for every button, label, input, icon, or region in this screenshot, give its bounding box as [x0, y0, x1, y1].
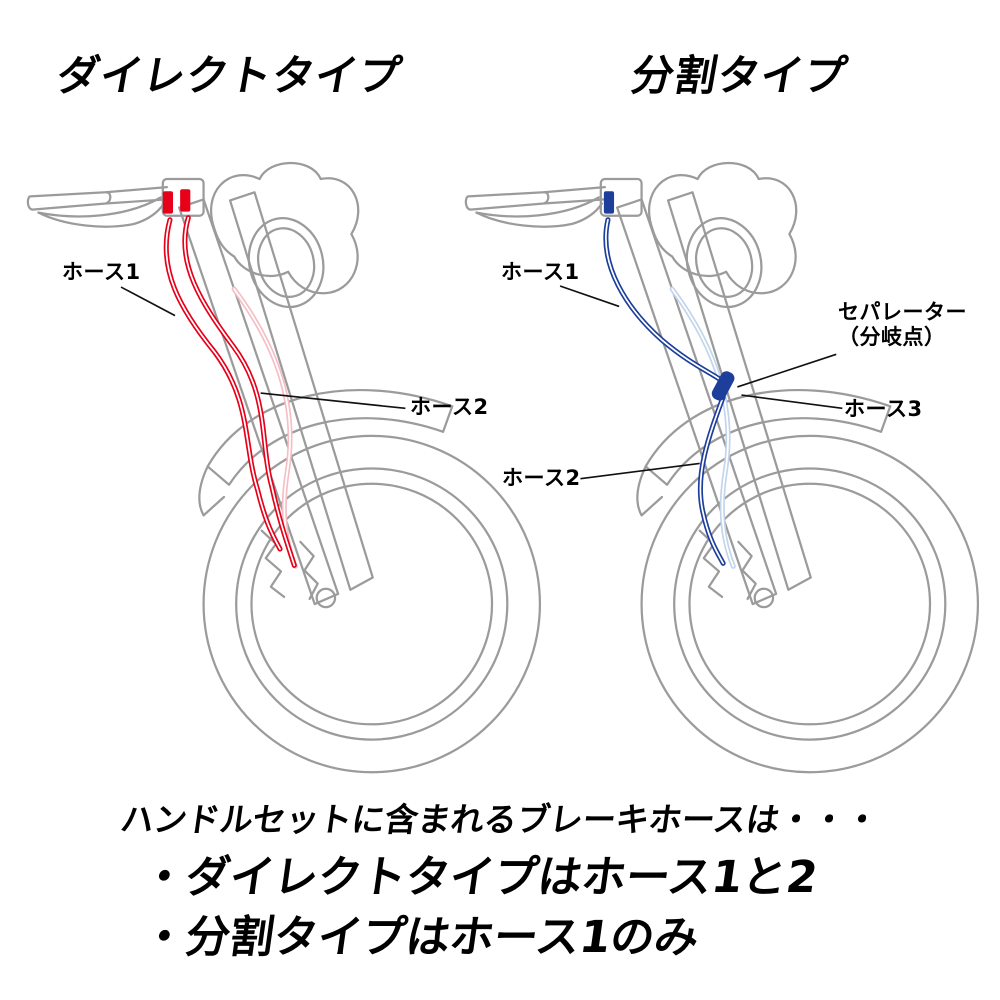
split-hose2-leader-line — [580, 462, 700, 480]
split-type-title: 分割タイプ — [627, 51, 852, 100]
direct-hose1-label: ホース1 — [62, 260, 141, 284]
separator-label: セパレーター （分岐点） — [838, 300, 967, 350]
direct-type-title: ダイレクトタイプ — [53, 51, 406, 100]
direct-hose1-core — [165, 218, 281, 550]
split-hose1-core — [605, 218, 720, 380]
direct-fitting1 — [162, 191, 173, 214]
split-hose2-core — [699, 396, 724, 565]
separator-block — [711, 371, 735, 401]
direct-fitting2 — [180, 189, 191, 212]
split-hose1-label: ホース1 — [501, 260, 580, 284]
direct-hose2-label: ホース2 — [410, 395, 489, 419]
split-fitting1 — [603, 191, 615, 214]
footer-bullet-list: ・ダイレクトタイプはホース1と2 ・分割タイプはホース1のみ — [138, 852, 820, 973]
footer-bullet-split: ・分割タイプはホース1のみ — [138, 912, 703, 963]
separator-leader-line — [737, 353, 837, 388]
footer-bullet-direct: ・ダイレクトタイプはホース1と2 — [138, 852, 821, 903]
direct-hose2-leader-line — [260, 392, 406, 410]
separator-label-line2: （分岐点） — [838, 325, 946, 349]
split-hose-hidden-path — [669, 286, 736, 569]
separator-label-line1: セパレーター — [838, 300, 967, 324]
direct-type-diagram — [26, 161, 542, 774]
split-hose-hidden-core — [671, 288, 735, 568]
direct-hose1-path — [163, 217, 283, 552]
split-type-diagram — [464, 161, 980, 774]
split-hose2-label: ホース2 — [502, 466, 581, 490]
split-hose2-path — [697, 394, 726, 566]
split-hose1-leader-line — [559, 285, 620, 308]
direct-hose2-core — [184, 216, 296, 567]
split-hose3-label: ホース3 — [844, 397, 923, 421]
direct-hose1-leader-line — [120, 286, 176, 317]
split-hose1-path — [603, 217, 722, 382]
footer-intro-text: ハンドルセットに含まれるブレーキホースは・・・ — [118, 800, 882, 839]
split-hose3-leader-line — [741, 394, 843, 410]
